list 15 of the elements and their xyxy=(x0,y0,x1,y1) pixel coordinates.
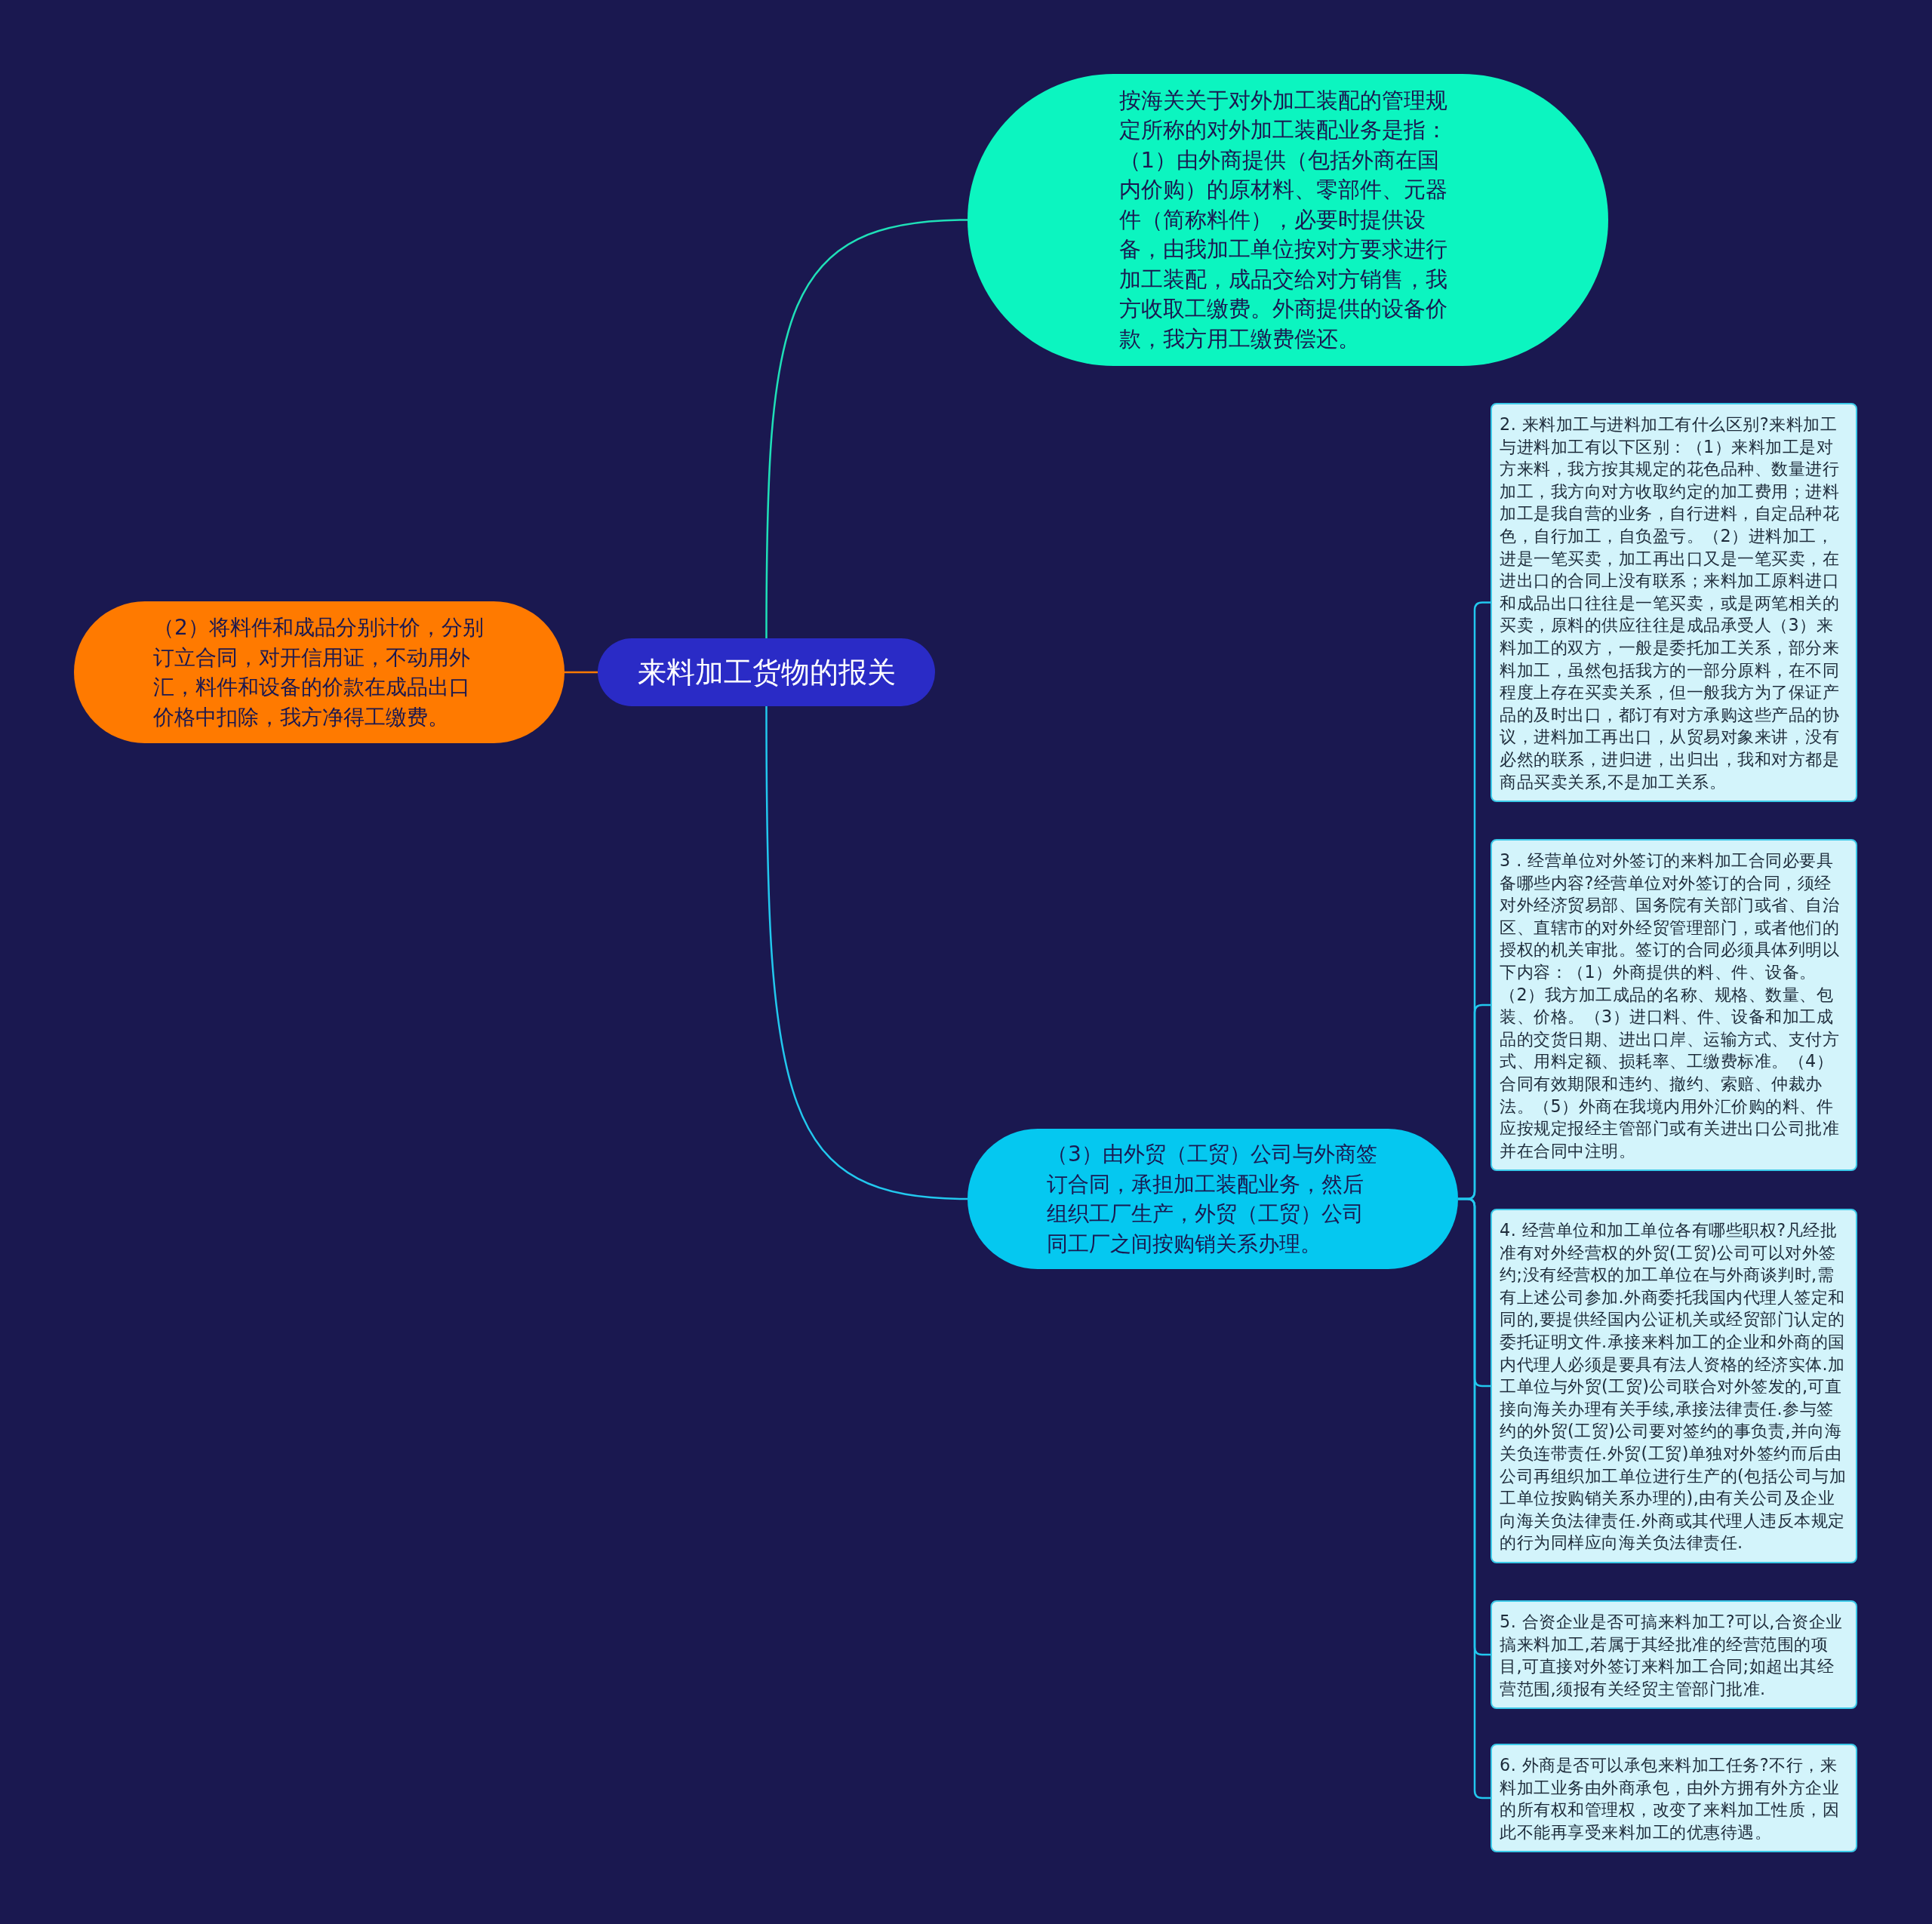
node-text: （3）由外贸（工贸）公司与外商签订合同，承担加工装配业务，然后组织工厂生产，外贸（工贸）公司同工厂之间按购销关系办理。 xyxy=(1047,1141,1378,1258)
node-text: 2. 来料加工与进料加工有什么区别?来料加工与进料加工有以下区别：（1）来料加工是对方来料，我方按其规定的花色品种、数量进行加工，我方向对方收取约定的加工费用；进料加工是我自营的业务，自行进料，自定品种花色，自行加工，自负盈亏。（2）进料加工，进是一笔买卖，加工再出口又是一笔买卖，在进出口的合同上没有联系；来料加工原料进口和成品出口往往是一笔买卖，或是两笔相关的买卖，原料的供应往往是成品承受人（3）来料加工的双方，一般是委托加工关系，部分来料加工，虽然包括我方的一部分原料，在不同程度上存在买卖关系，但一般我方为了保证产品的及时出口，都订有对方承购这些产品的协议，进料加工再出口，从贸易对象来讲，没有必然的联系，进归进，出归出，我和对方都是商品买卖关系,不是加工关系。 xyxy=(1500,413,1840,793)
connector-line xyxy=(765,219,968,638)
node-text: 来料加工货物的报关 xyxy=(636,655,897,690)
node-text: 4. 经营单位和加工单位各有哪些职权?凡经批准有对外经营权的外贸(工贸)公司可以对外签约;没有经营权的加工单位在与外商谈判时,需有上述公司参加.外商委托我国内代理人签定和同的,要提供经国内公证机关或经贸部门认定的委托证明文件.承接来料加工的企业和外商的国内代理人必须是要具有法人资格的经济实体.加工单位与外贸(工贸)公司联合对外签发的,可直接向海关办理有关手续,承接法律责任.参与签约的外贸(工贸)公司要对签约的事负责,并向海关负连带责任.外贸(工贸)单独对外签约而后由公司再组织加工单位进行生产的(包括公司与加工单位按购销关系办理的),由有关公司及企业向海关负法律责任.外商或其代理人违反本规定的行为同样应向海关负法律责任. xyxy=(1500,1219,1847,1554)
connector-line xyxy=(1458,1197,1491,1800)
node-text: 按海关关于对外加工装配的管理规定所称的对外加工装配业务是指：（1）由外商提供（包括外商在国内价购）的原材料、零部件、元器件（简称料件），必要时提供设备，由我加工单位按对方要求进行加工装配，成品交给对方销售，我方收取工缴费。外商提供的设备价款，我方用工缴费偿还。 xyxy=(1118,86,1448,353)
connector-line xyxy=(565,671,598,674)
node-text: （2）将料件和成品分别计价，分别订立合同，对开信用证，不动用外汇，料件和设备的价款在成品出口价格中扣除，我方净得工缴费。 xyxy=(153,614,485,731)
node-text: 6. 外商是否可以承包来料加工任务?不行，来料加工业务由外商承包，由外方拥有外方企业的所有权和管理权，改变了来料加工性质，因此不能再享受来料加工的优惠待遇。 xyxy=(1500,1754,1840,1843)
note-card xyxy=(1491,1744,1857,1853)
node-text: 5. 合资企业是否可搞来料加工?可以,合资企业搞来料加工,若属于其经批准的经营范围的项目,可直接对外签订来料加工合同;如超出其经营范围,须报有关经贸主管部门批准. xyxy=(1500,1611,1844,1700)
node-text: 3 . 经营单位对外签订的来料加工合同必要具备哪些内容?经营单位对外签订的合同，须经对外经济贸易部、国务院有关部门或省、自治区、直辖市的对外经贸管理部门，或者他们的授权的机关审批。签订的合同必须具体列明以下内容：（1）外商提供的料、件、设备。（2）我方加工成品的名称、规格、数量、包装、价格。（3）进口料、件、设备和加工成品的交货日期、进出口岸、运输方式、支付方式、用料定额、损耗率、工缴费标准。（4）合同有效期限和违约、撤约、索赔、仲裁办法。（5）外商在我境内用外汇价购的料、件应按规定报经主管部门或有关进出口公司批准并在合同中注明。 xyxy=(1500,850,1840,1162)
connector-line xyxy=(765,706,968,1200)
note-card xyxy=(1491,1600,1857,1710)
